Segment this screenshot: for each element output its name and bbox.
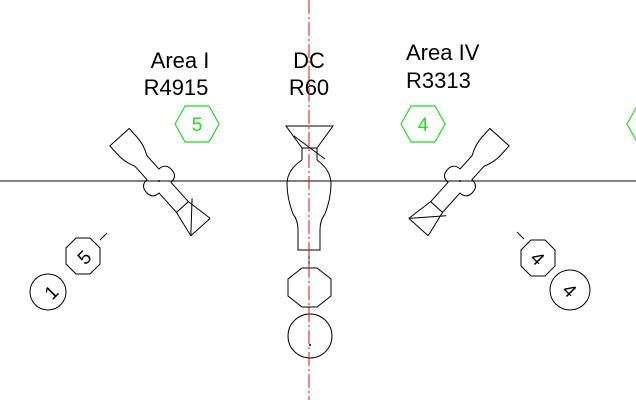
hexagon-outline bbox=[174, 105, 220, 143]
fixture-code: R4915 bbox=[144, 75, 209, 100]
channel-hexagon[interactable]: 4 bbox=[400, 105, 446, 143]
channel-hexagon-partial bbox=[626, 106, 636, 142]
fixture-name: Area IV bbox=[406, 40, 480, 65]
unit-circle[interactable]: 4 bbox=[549, 269, 591, 311]
octagon-outline bbox=[520, 239, 556, 277]
fixture-area-iv[interactable]: Area IV R3313 4 4 4 bbox=[400, 40, 591, 311]
fixture-lens-edge bbox=[176, 212, 192, 237]
channel-number: 5 bbox=[192, 115, 203, 136]
fixture-lens-diagonal bbox=[293, 135, 326, 160]
channel-hexagon[interactable]: 5 bbox=[174, 105, 220, 143]
fixture-area-i[interactable]: Area I R4915 5 5 1 bbox=[29, 48, 220, 311]
fixture-lens-edge bbox=[190, 218, 211, 237]
connector bbox=[99, 232, 108, 241]
fixture-pivot bbox=[459, 180, 461, 182]
unit-circle[interactable] bbox=[287, 313, 333, 359]
hexagon-outline bbox=[400, 105, 446, 143]
fixture-lens-edge bbox=[188, 201, 211, 219]
fixture-lens-edge bbox=[427, 212, 443, 237]
fixture-name: Area I bbox=[151, 48, 210, 73]
octagon-outline bbox=[65, 237, 101, 275]
fixture-lens-edge bbox=[408, 218, 429, 237]
fixture-code: R3313 bbox=[406, 68, 471, 93]
circle-outline bbox=[549, 269, 591, 311]
fixture-lens-edge bbox=[408, 201, 431, 219]
circle-outline bbox=[29, 273, 67, 311]
fixture-body bbox=[429, 127, 510, 214]
unit-octagon[interactable]: 5 bbox=[65, 237, 101, 275]
fixture-body bbox=[109, 127, 190, 214]
unit-circle[interactable]: 1 bbox=[29, 273, 67, 311]
fixture-pivot bbox=[158, 180, 160, 182]
unit-octagon[interactable]: 4 bbox=[520, 239, 556, 277]
channel-number: 4 bbox=[418, 115, 429, 136]
circle-center bbox=[309, 344, 311, 346]
connector bbox=[516, 231, 525, 240]
